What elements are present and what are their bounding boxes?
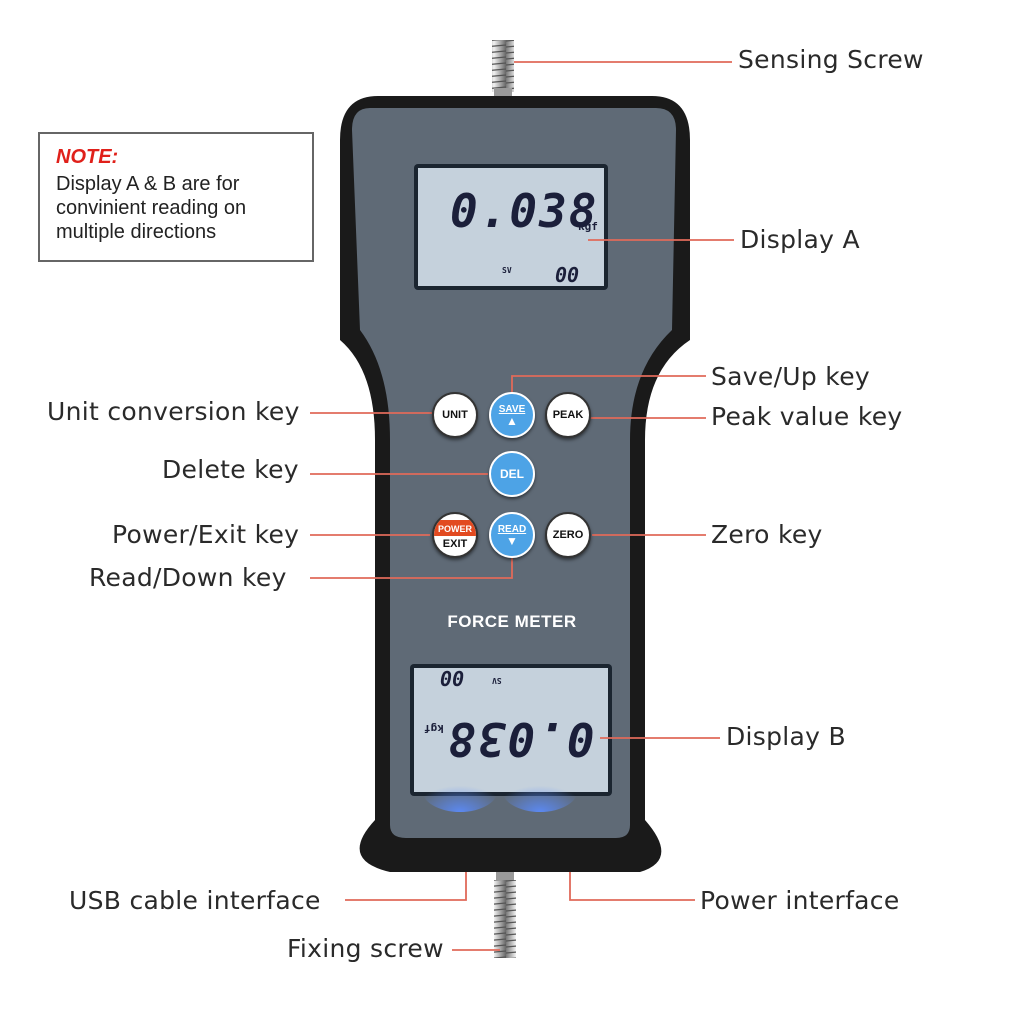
unit-key[interactable]: UNIT bbox=[432, 392, 478, 438]
leader-power-interface bbox=[569, 872, 695, 901]
label-save-up-key: Save/Up key bbox=[711, 362, 870, 391]
display-a-sv: SV bbox=[502, 266, 512, 275]
save-key-label: SAVE bbox=[498, 403, 526, 415]
label-delete-key: Delete key bbox=[162, 455, 299, 484]
label-unit-conversion-key: Unit conversion key bbox=[47, 397, 300, 426]
label-usb-cable-interface: USB cable interface bbox=[69, 886, 321, 915]
display-a bbox=[414, 164, 608, 290]
leader-usb bbox=[345, 872, 467, 901]
display-a-index: 00 bbox=[555, 263, 580, 287]
label-power-interface: Power interface bbox=[700, 886, 900, 915]
display-b-reading: 0.038 bbox=[446, 712, 595, 766]
peak-key[interactable]: PEAK bbox=[545, 392, 591, 438]
read-down-key[interactable]: READ ▼ bbox=[489, 512, 535, 558]
label-peak-value-key: Peak value key bbox=[711, 402, 903, 431]
read-key-label: READ bbox=[497, 523, 527, 535]
fixing-screw bbox=[494, 866, 516, 958]
del-key-label: DEL bbox=[500, 467, 524, 481]
exit-key-label: EXIT bbox=[442, 538, 468, 550]
down-arrow-icon: ▼ bbox=[506, 533, 518, 548]
label-zero-key: Zero key bbox=[711, 520, 823, 549]
power-exit-key[interactable]: POWER EXIT bbox=[432, 512, 478, 558]
unit-key-label: UNIT bbox=[442, 409, 468, 421]
note-box: NOTE: Display A & B are for convinient r… bbox=[38, 132, 314, 262]
leader-save-up bbox=[511, 375, 706, 396]
display-a-reading: 0.038 bbox=[450, 184, 599, 238]
display-b bbox=[410, 664, 612, 812]
delete-key[interactable]: DEL bbox=[489, 451, 535, 497]
up-arrow-icon: ▲ bbox=[506, 413, 518, 428]
leader-lines bbox=[310, 61, 734, 951]
label-display-b: Display B bbox=[726, 722, 846, 751]
display-b-index: 00 bbox=[440, 666, 465, 690]
power-key-label: POWER bbox=[434, 520, 476, 536]
display-b-sv: SV bbox=[492, 676, 502, 685]
label-read-down-key: Read/Down key bbox=[89, 563, 287, 592]
save-up-key[interactable]: SAVE ▲ bbox=[489, 392, 535, 438]
note-text: Display A & B are for convinient reading… bbox=[56, 173, 247, 243]
label-fixing-screw: Fixing screw bbox=[287, 934, 444, 963]
note-title: NOTE: bbox=[56, 146, 119, 168]
zero-key[interactable]: ZERO bbox=[545, 512, 591, 558]
peak-key-label: PEAK bbox=[552, 409, 584, 421]
zero-key-label: ZERO bbox=[552, 529, 584, 541]
label-power-exit-key: Power/Exit key bbox=[112, 520, 300, 549]
display-b-unit: kgf bbox=[424, 722, 444, 735]
display-a-unit: kgf bbox=[578, 220, 598, 233]
leader-read-down bbox=[310, 556, 513, 579]
label-display-a: Display A bbox=[740, 225, 860, 254]
label-sensing-screw: Sensing Screw bbox=[738, 45, 924, 74]
brand-label: FORCE METER bbox=[447, 612, 577, 631]
